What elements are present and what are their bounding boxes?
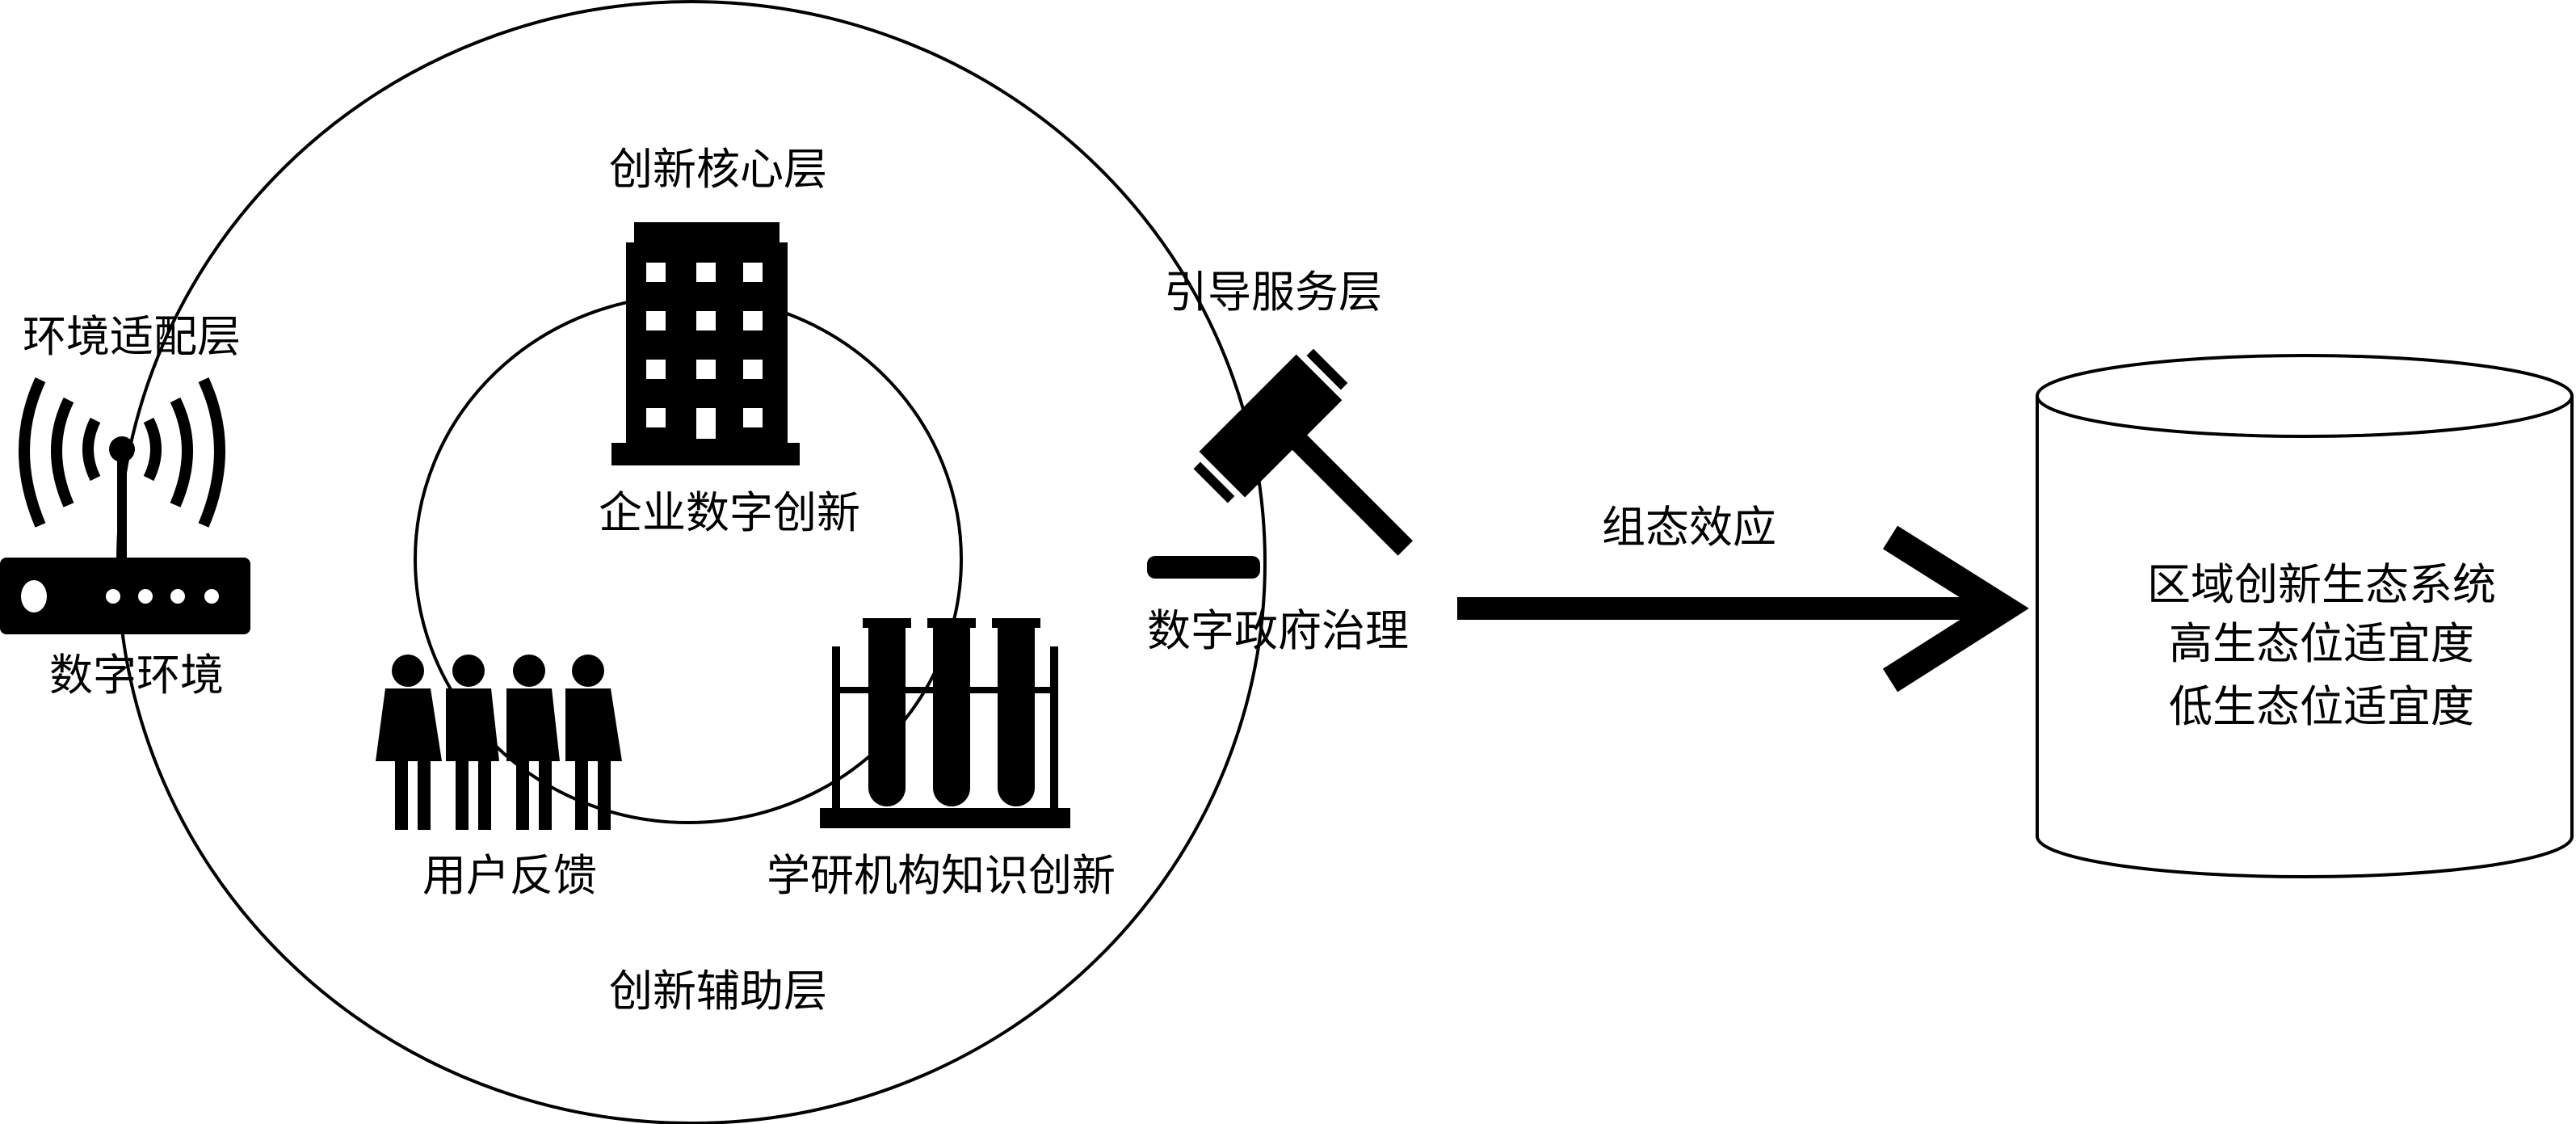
digital-environment-label: 数字环境 (49, 650, 224, 701)
outcome-line-2: 高生态位适宜度 (2169, 618, 2474, 669)
academia-label: 学研机构知识创新 (767, 850, 1116, 901)
auxiliary-layer-label: 创新辅助层 (609, 966, 827, 1017)
people-icon (376, 655, 622, 830)
building-icon (611, 222, 800, 465)
arrow-label: 组态效应 (1602, 502, 1776, 553)
government-label: 数字政府治理 (1147, 605, 1409, 656)
users-label: 用户反馈 (422, 850, 597, 901)
outcome-line-3: 低生态位适宜度 (2169, 681, 2474, 732)
enterprise-label: 企业数字创新 (599, 487, 860, 538)
core-layer-label: 创新核心层 (609, 144, 827, 195)
cylinder-icon (2036, 354, 2574, 878)
arrow-icon (1457, 525, 2029, 693)
router-icon (0, 377, 250, 634)
guidance-layer-label: 引导服务层 (1164, 267, 1382, 318)
gavel-icon (1147, 348, 1413, 579)
environment-layer-label: 环境适配层 (23, 311, 241, 362)
outcome-line-1: 区域创新生态系统 (2147, 559, 2496, 610)
test-tubes-icon (820, 618, 1070, 828)
